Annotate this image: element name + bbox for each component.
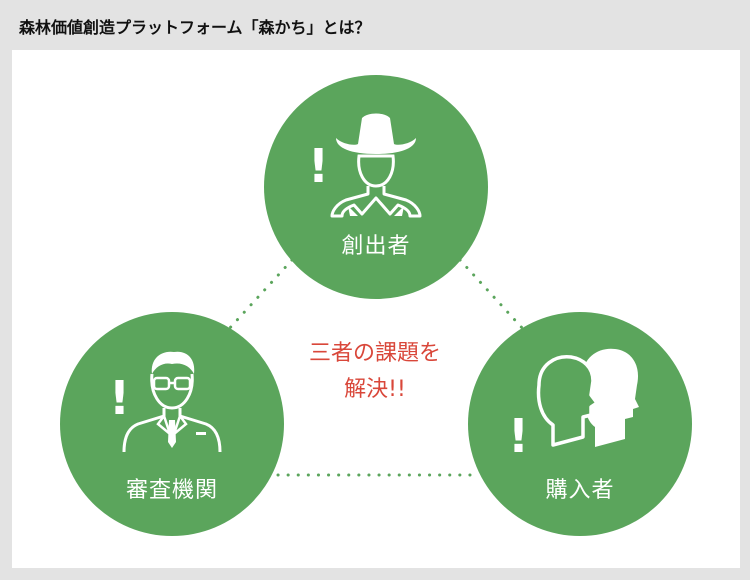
exclamation-mark-creator: ! [308,139,329,193]
header: 森林価値創造プラットフォーム「森かち」とは？ [0,0,750,50]
center-message-line-1: 三者の課題を [308,341,441,366]
page-title: 森林価値創造プラットフォーム「森かち」とは？ [19,18,371,37]
two-heads-icon [536,348,639,447]
center-message: 三者の課題を 解決!! [265,336,485,408]
connector-creator-reviewer [226,258,294,332]
node-label-creator: 創出者 [341,234,411,259]
node-label-reviewer: 審査機関 [125,478,218,503]
connector-creator-buyer [458,258,526,332]
exclamation-mark-reviewer: ! [109,371,130,425]
center-message-line-2: 解決!! [344,377,406,402]
node-label-buyer: 購入者 [545,478,615,503]
cowboy-hat-person-icon [330,113,422,218]
glasses-suit-person-icon [122,351,222,453]
exclamation-mark-buyer: ! [508,409,529,463]
